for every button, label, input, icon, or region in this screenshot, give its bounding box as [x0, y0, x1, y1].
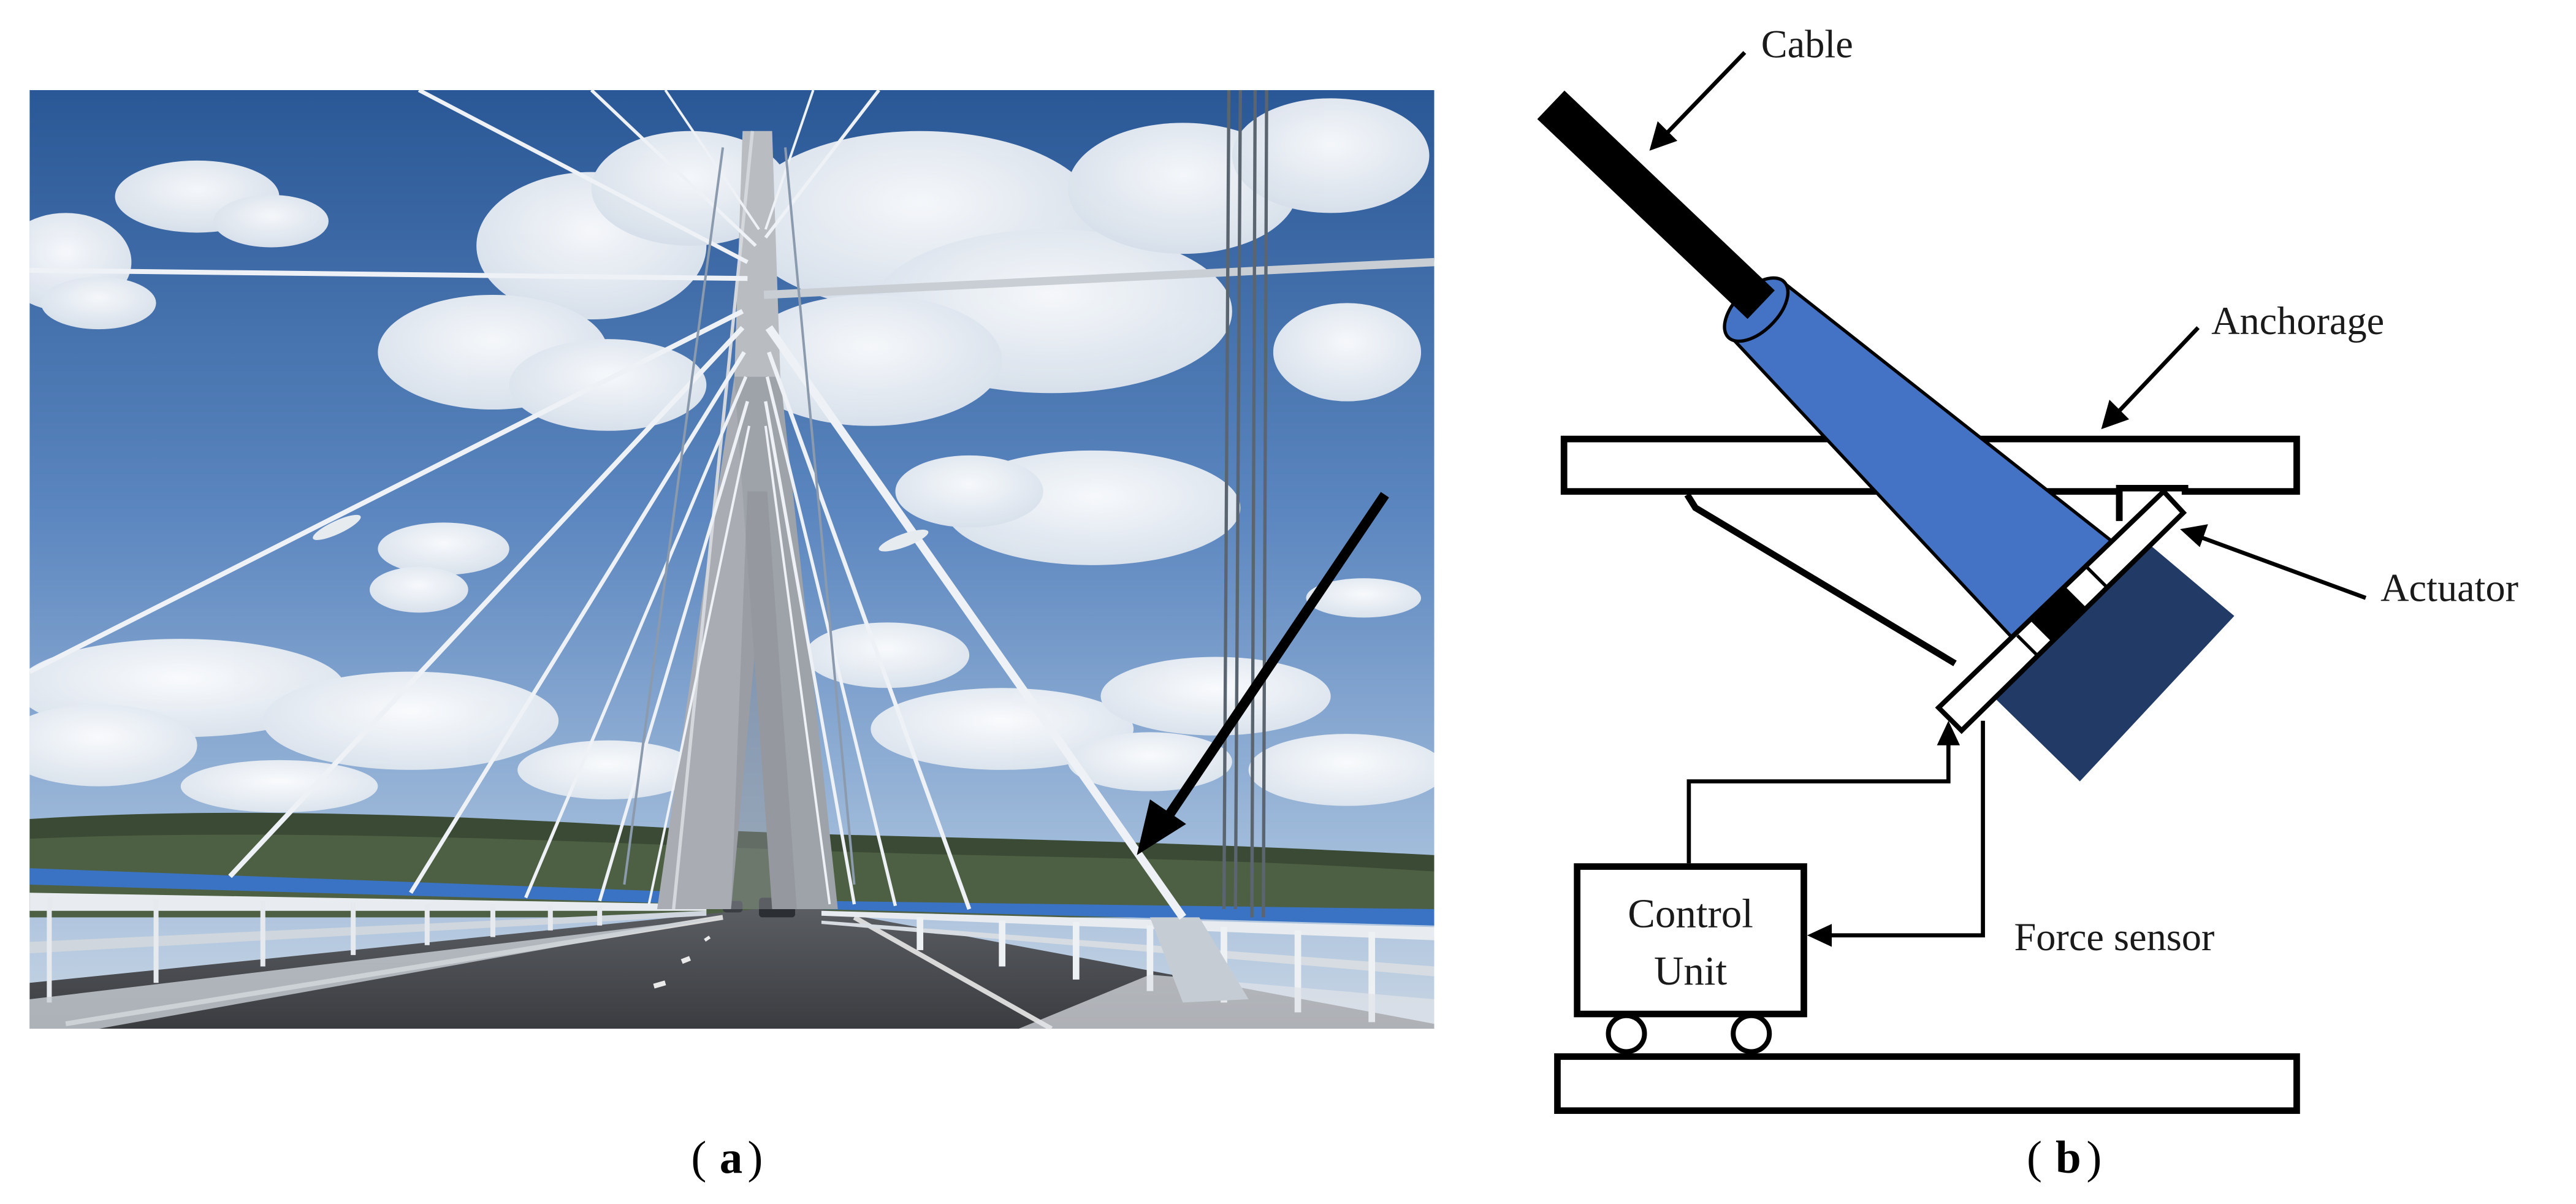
stay-cables [29, 90, 1435, 920]
anchorage-schematic: Control Unit Cable Anchorage Actuator Fo… [1537, 23, 2518, 1114]
control-unit [1574, 863, 1807, 1018]
right-guardrail [821, 901, 1435, 1029]
actuator-block [1992, 535, 2235, 782]
bridge-photo [29, 90, 1435, 1029]
hangers [1222, 90, 1268, 918]
actuator-label: Actuator [2380, 566, 2518, 610]
svg-text:(: ( [2027, 1132, 2042, 1183]
caption-b-letter: b [2056, 1132, 2081, 1183]
road [29, 909, 1435, 1029]
caption-b: ( b ) [2027, 1132, 2102, 1183]
cable-dampers [313, 514, 929, 552]
anchorage-label: Anchorage [2211, 299, 2384, 343]
pointer-arrow [1137, 492, 1389, 855]
caption-a: ( a ) [691, 1132, 763, 1183]
svg-text:): ) [2086, 1132, 2102, 1183]
left-guardrail [29, 868, 723, 1029]
svg-text:): ) [747, 1132, 763, 1183]
support-strut [1684, 493, 1957, 666]
caption-a-letter: a [720, 1132, 743, 1183]
ground-beam [1554, 1053, 2300, 1114]
cable-label: Cable [1761, 23, 1853, 66]
cable [1537, 90, 1775, 319]
callout-arrows [1661, 51, 2367, 600]
force-sensor-label: Force sensor [2014, 915, 2214, 959]
control-unit-label-line2: Unit [1654, 948, 1727, 994]
control-unit-label-line1: Control [1628, 891, 1753, 936]
svg-text:(: ( [691, 1132, 706, 1183]
signal-lines [1686, 720, 1985, 938]
force-sensor-element [2030, 586, 2087, 642]
wheel-left [1606, 1013, 1647, 1054]
wheel-right [1731, 1013, 1772, 1054]
